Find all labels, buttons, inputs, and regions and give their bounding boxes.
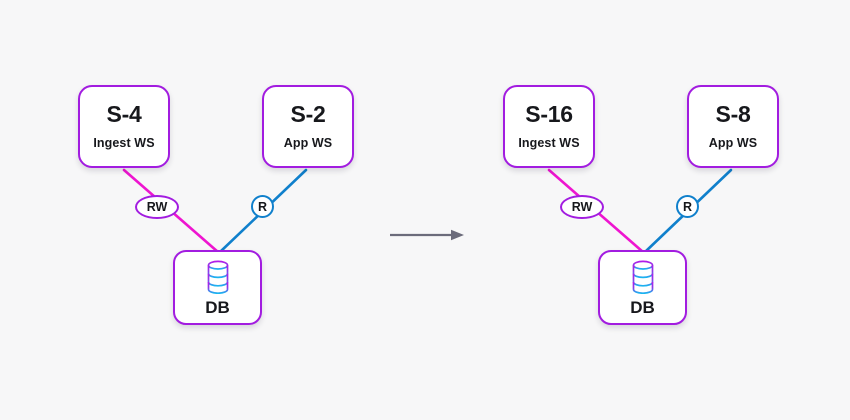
node-ingest-service[interactable]: S-16 Ingest WS	[503, 85, 595, 168]
edge-label-read[interactable]: R	[676, 195, 699, 218]
node-title: DB	[205, 297, 230, 317]
edge-label-text: R	[682, 199, 693, 214]
node-title: S-8	[715, 101, 751, 128]
node-database[interactable]: DB	[598, 250, 687, 325]
edge-label-read[interactable]: R	[251, 195, 274, 218]
edge-label-text: RW	[571, 200, 593, 214]
node-subtitle: App WS	[283, 136, 333, 151]
database-icon	[207, 260, 228, 294]
node-title: DB	[630, 297, 655, 317]
edge-label-read-write[interactable]: RW	[560, 195, 604, 219]
node-ingest-service[interactable]: S-4 Ingest WS	[78, 85, 170, 168]
right-arrow-icon	[390, 229, 464, 241]
panel-after: S-16 Ingest WS S-8 App WS DB RW R	[425, 0, 850, 420]
panel-before: S-4 Ingest WS S-2 App WS DB RW R	[78, 85, 354, 325]
edge-label-text: R	[257, 199, 268, 214]
node-subtitle: Ingest WS	[518, 136, 580, 151]
node-title: S-16	[525, 101, 573, 128]
edge-label-text: RW	[146, 200, 168, 214]
node-title: S-2	[290, 101, 326, 128]
node-app-service[interactable]: S-2 App WS	[262, 85, 354, 168]
node-subtitle: App WS	[708, 136, 758, 151]
node-database[interactable]: DB	[173, 250, 262, 325]
node-app-service[interactable]: S-8 App WS	[687, 85, 779, 168]
edge-layer-after	[547, 168, 733, 254]
database-icon	[632, 260, 653, 294]
node-title: S-4	[106, 101, 142, 128]
edge-layer-before	[122, 168, 308, 254]
edge-label-read-write[interactable]: RW	[135, 195, 179, 219]
node-subtitle: Ingest WS	[93, 136, 155, 151]
